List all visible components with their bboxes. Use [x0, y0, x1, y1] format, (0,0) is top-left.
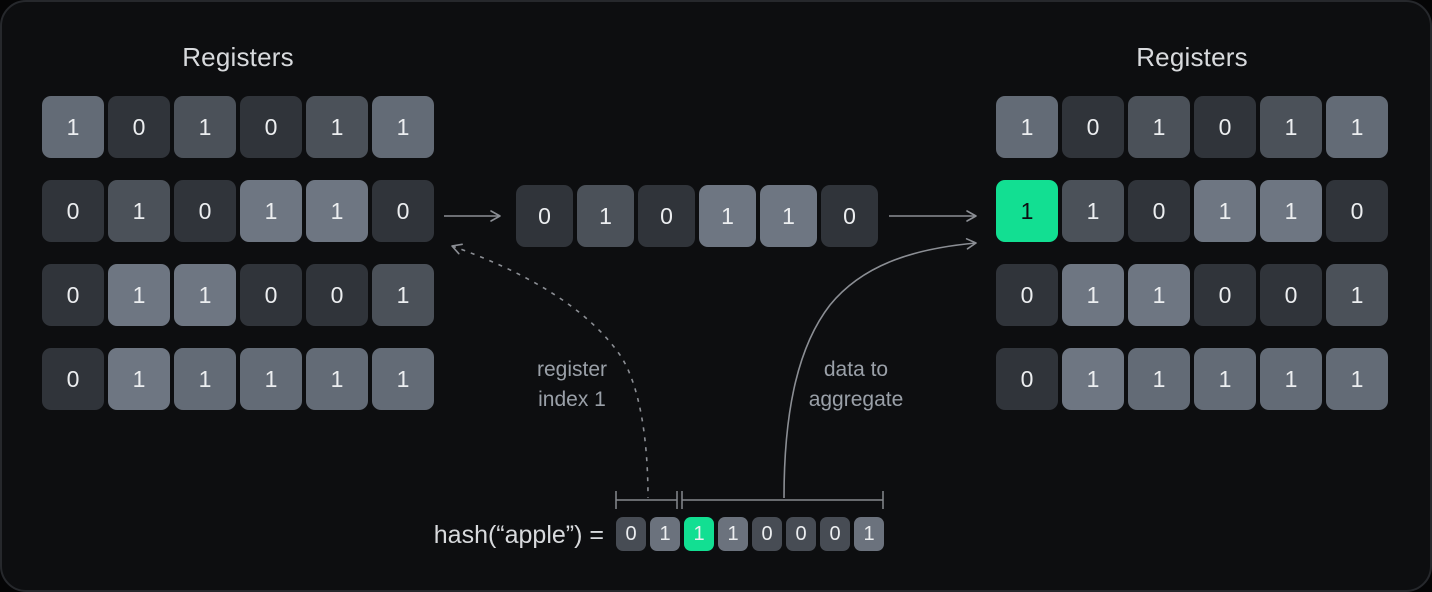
register-cell: 0 [1260, 264, 1322, 326]
register-cell: 1 [108, 264, 170, 326]
register-cell: 0 [372, 180, 434, 242]
hash-bit: 1 [854, 517, 884, 551]
register-cell-highlighted: 1 [996, 180, 1058, 242]
register-cell: 1 [1260, 348, 1322, 410]
register-cell: 1 [174, 96, 236, 158]
register-cell: 0 [1062, 96, 1124, 158]
register-cell: 1 [1128, 348, 1190, 410]
register-cell: 1 [174, 348, 236, 410]
hash-bit: 1 [718, 517, 748, 551]
register-cell: 1 [1062, 180, 1124, 242]
register-cell: 0 [638, 185, 695, 247]
hash-bit: 0 [786, 517, 816, 551]
register-cell: 1 [1260, 96, 1322, 158]
hash-bit: 0 [616, 517, 646, 551]
hash-bit-highlighted: 1 [684, 517, 714, 551]
register-cell: 0 [174, 180, 236, 242]
register-cell: 0 [1194, 96, 1256, 158]
register-cell: 1 [1062, 348, 1124, 410]
register-cell: 1 [1326, 264, 1388, 326]
register-cell: 1 [306, 96, 368, 158]
register-cell: 1 [372, 96, 434, 158]
register-cell: 0 [1194, 264, 1256, 326]
register-cell: 1 [240, 180, 302, 242]
register-cell: 1 [1326, 96, 1388, 158]
register-cell: 0 [42, 348, 104, 410]
register-cell: 1 [1128, 96, 1190, 158]
register-cell: 1 [1260, 180, 1322, 242]
register-cell: 1 [306, 348, 368, 410]
hash-bit: 1 [650, 517, 680, 551]
register-cell: 1 [996, 96, 1058, 158]
register-cell: 0 [42, 264, 104, 326]
register-cell: 0 [821, 185, 878, 247]
hash-label: hash(“apple”) = [433, 521, 604, 549]
register-cell: 0 [108, 96, 170, 158]
register-cell: 0 [306, 264, 368, 326]
register-cell: 0 [996, 264, 1058, 326]
register-cell: 0 [1326, 180, 1388, 242]
right-registers-title: Registers [1136, 42, 1248, 72]
register-cell: 1 [372, 348, 434, 410]
register-index-label: register index 1 [536, 358, 608, 411]
hash-bit: 0 [752, 517, 782, 551]
register-cell: 1 [108, 180, 170, 242]
register-cell: 1 [42, 96, 104, 158]
register-cell: 0 [240, 96, 302, 158]
register-cell: 0 [516, 185, 573, 247]
register-cell: 1 [1194, 348, 1256, 410]
register-cell: 0 [42, 180, 104, 242]
register-cell: 0 [1128, 180, 1190, 242]
register-cell: 0 [240, 264, 302, 326]
register-cell: 1 [1062, 264, 1124, 326]
data-aggregate-label: data to aggregate [808, 358, 904, 411]
register-cell: 1 [1128, 264, 1190, 326]
register-cell: 1 [372, 264, 434, 326]
register-cell: 1 [760, 185, 817, 247]
hash-bit: 0 [820, 517, 850, 551]
register-cell: 1 [240, 348, 302, 410]
register-cell: 0 [996, 348, 1058, 410]
register-cell: 1 [577, 185, 634, 247]
register-cell: 1 [1326, 348, 1388, 410]
register-cell: 1 [306, 180, 368, 242]
left-registers-title: Registers [182, 42, 294, 72]
register-cell: 1 [1194, 180, 1256, 242]
register-cell: 1 [699, 185, 756, 247]
register-cell: 1 [174, 264, 236, 326]
register-cell: 1 [108, 348, 170, 410]
